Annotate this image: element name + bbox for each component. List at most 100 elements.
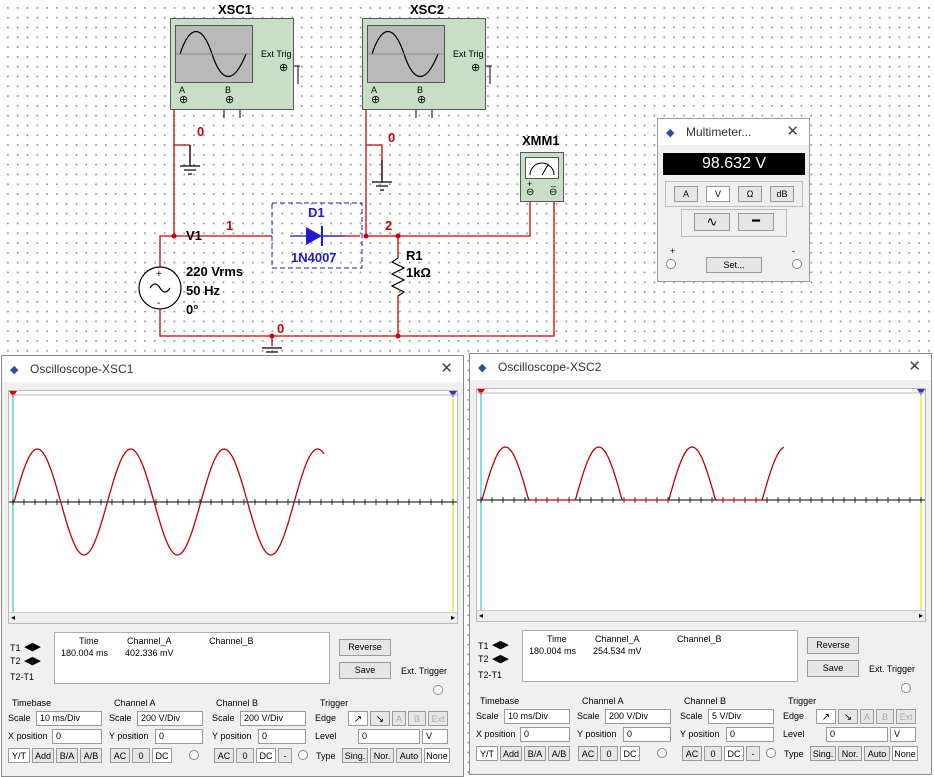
channel-a-zero-button[interactable]: 0 bbox=[600, 746, 618, 761]
scroll-right-icon[interactable]: ▸ bbox=[450, 613, 455, 622]
ba-mode-button[interactable]: B/A bbox=[524, 746, 546, 761]
trigger-a-button[interactable]: A bbox=[392, 711, 406, 726]
multimeter-xmm1-symbol[interactable]: + _ ⊖ ⊖ bbox=[520, 152, 564, 202]
meter-plus-pin-icon[interactable]: ⊖ bbox=[526, 187, 535, 198]
level-unit-field[interactable]: V bbox=[890, 727, 916, 742]
ext-trigger-terminal-icon[interactable] bbox=[433, 685, 443, 695]
channel-b-ypos-field[interactable]: 0 bbox=[258, 729, 306, 744]
oscilloscope-xsc2-symbol[interactable]: Ext Trig A B ⊕ ⊕ ⊕ bbox=[362, 18, 486, 110]
xsc2-title-bar[interactable]: ◆ Oscilloscope-XSC2 ✕ bbox=[470, 354, 931, 380]
falling-edge-button[interactable]: ↘ bbox=[838, 709, 858, 724]
x-position-field[interactable]: 0 bbox=[52, 729, 102, 744]
trigger-b-button[interactable]: B bbox=[876, 709, 894, 724]
single-trigger-button[interactable]: Sing. bbox=[810, 746, 836, 761]
level-field[interactable]: 0 bbox=[358, 729, 420, 744]
trigger-ext-button[interactable]: Ext bbox=[896, 709, 916, 724]
pin-b-icon[interactable]: ⊕ bbox=[225, 94, 235, 106]
channel-a-terminal-icon[interactable] bbox=[189, 750, 199, 760]
normal-trigger-button[interactable]: Nor. bbox=[838, 746, 862, 761]
level-unit-field[interactable]: V bbox=[422, 729, 448, 744]
auto-trigger-button[interactable]: Auto bbox=[396, 748, 422, 763]
yt-mode-button[interactable]: Y/T bbox=[476, 746, 498, 761]
falling-edge-button[interactable]: ↘ bbox=[370, 711, 390, 726]
trigger-a-button[interactable]: A bbox=[860, 709, 874, 724]
rising-edge-button[interactable]: ↗ bbox=[816, 709, 836, 724]
trigger-ext-button[interactable]: Ext bbox=[428, 711, 448, 726]
close-icon[interactable]: ✕ bbox=[440, 360, 453, 377]
channel-b-ac-button[interactable]: AC bbox=[214, 748, 234, 763]
timebase-scale-field[interactable]: 10 ms/Div bbox=[36, 711, 102, 726]
xsc1-title-bar[interactable]: ◆ Oscilloscope-XSC1 ✕ bbox=[2, 356, 463, 382]
save-button[interactable]: Save bbox=[807, 660, 859, 677]
ab-mode-button[interactable]: A/B bbox=[80, 748, 102, 763]
ac-mode-button[interactable]: ∿ bbox=[694, 213, 730, 231]
channel-b-dash-button[interactable]: - bbox=[278, 748, 292, 763]
oscilloscope-xsc1-symbol[interactable]: Ext Trig A B ⊕ ⊕ ⊕ bbox=[170, 18, 294, 110]
ext-trigger-terminal-icon[interactable] bbox=[901, 683, 911, 693]
xsc1-scrollbar[interactable]: ◂ ▸ bbox=[9, 612, 457, 623]
pin-a-icon[interactable]: ⊕ bbox=[371, 94, 381, 106]
pin-b-icon[interactable]: ⊕ bbox=[417, 94, 427, 106]
mode-ohmmeter-button[interactable]: Ω bbox=[738, 186, 762, 202]
ba-mode-button[interactable]: B/A bbox=[56, 748, 78, 763]
timebase-scale-field[interactable]: 10 ms/Div bbox=[504, 709, 570, 724]
channel-a-ac-button[interactable]: AC bbox=[578, 746, 598, 761]
channel-b-dc-button[interactable]: DC bbox=[724, 746, 744, 761]
channel-a-scale-field[interactable]: 200 V/Div bbox=[137, 711, 203, 726]
ext-trig-pin-icon[interactable]: ⊕ bbox=[279, 62, 289, 74]
close-icon[interactable]: ✕ bbox=[786, 123, 799, 140]
channel-b-zero-button[interactable]: 0 bbox=[236, 748, 254, 763]
scroll-left-icon[interactable]: ◂ bbox=[479, 611, 484, 620]
mode-voltmeter-button[interactable]: V bbox=[706, 186, 730, 202]
close-icon[interactable]: ✕ bbox=[908, 358, 921, 375]
ext-trig-pin-icon[interactable]: ⊕ bbox=[471, 62, 481, 74]
channel-a-terminal-icon[interactable] bbox=[657, 748, 667, 758]
save-button[interactable]: Save bbox=[339, 662, 391, 679]
x-position-field[interactable]: 0 bbox=[520, 727, 570, 742]
channel-a-scale-field[interactable]: 200 V/Div bbox=[605, 709, 671, 724]
auto-trigger-button[interactable]: Auto bbox=[864, 746, 890, 761]
channel-b-ypos-field[interactable]: 0 bbox=[726, 727, 774, 742]
normal-trigger-button[interactable]: Nor. bbox=[370, 748, 394, 763]
none-trigger-button[interactable]: None bbox=[892, 746, 918, 761]
pin-a-icon[interactable]: ⊕ bbox=[179, 94, 189, 106]
channel-a-zero-button[interactable]: 0 bbox=[132, 748, 150, 763]
rising-edge-button[interactable]: ↗ bbox=[348, 711, 368, 726]
scroll-right-icon[interactable]: ▸ bbox=[918, 611, 923, 620]
channel-a-dc-button[interactable]: DC bbox=[620, 746, 640, 761]
channel-a-dc-button[interactable]: DC bbox=[152, 748, 172, 763]
add-mode-button[interactable]: Add bbox=[32, 748, 54, 763]
channel-b-dash-button[interactable]: - bbox=[746, 746, 760, 761]
set-button[interactable]: Set... bbox=[706, 257, 762, 273]
none-trigger-button[interactable]: None bbox=[424, 748, 450, 763]
reverse-button[interactable]: Reverse bbox=[807, 637, 859, 654]
channel-b-zero-button[interactable]: 0 bbox=[704, 746, 722, 761]
t2-arrows-icon[interactable]: ◀▶ bbox=[492, 653, 509, 665]
channel-a-ac-button[interactable]: AC bbox=[110, 748, 130, 763]
mode-db-button[interactable]: dB bbox=[770, 186, 794, 202]
reverse-button[interactable]: Reverse bbox=[339, 639, 391, 656]
trigger-b-button[interactable]: B bbox=[408, 711, 426, 726]
channel-b-terminal-icon[interactable] bbox=[766, 748, 776, 758]
xsc2-scrollbar[interactable]: ◂ ▸ bbox=[477, 610, 925, 621]
xsc2-screen[interactable]: ◂ ▸ bbox=[476, 388, 926, 622]
channel-b-ac-button[interactable]: AC bbox=[682, 746, 702, 761]
dc-mode-button[interactable]: ━ bbox=[738, 213, 774, 231]
ab-mode-button[interactable]: A/B bbox=[548, 746, 570, 761]
multimeter-title-bar[interactable]: ◆ Multimeter... ✕ bbox=[658, 119, 809, 145]
channel-b-dc-button[interactable]: DC bbox=[256, 748, 276, 763]
plus-terminal-icon[interactable] bbox=[666, 259, 676, 269]
channel-a-ypos-field[interactable]: 0 bbox=[155, 729, 203, 744]
channel-b-terminal-icon[interactable] bbox=[298, 750, 308, 760]
minus-terminal-icon[interactable] bbox=[792, 259, 802, 269]
scroll-left-icon[interactable]: ◂ bbox=[11, 613, 16, 622]
t1-arrows-icon[interactable]: ◀▶ bbox=[24, 641, 41, 653]
single-trigger-button[interactable]: Sing. bbox=[342, 748, 368, 763]
add-mode-button[interactable]: Add bbox=[500, 746, 522, 761]
channel-b-scale-field[interactable]: 200 V/Div bbox=[240, 711, 306, 726]
t2-arrows-icon[interactable]: ◀▶ bbox=[24, 655, 41, 667]
level-field[interactable]: 0 bbox=[826, 727, 888, 742]
channel-b-scale-field[interactable]: 5 V/Div bbox=[708, 709, 774, 724]
channel-a-ypos-field[interactable]: 0 bbox=[623, 727, 671, 742]
meter-minus-pin-icon[interactable]: ⊖ bbox=[549, 187, 558, 198]
